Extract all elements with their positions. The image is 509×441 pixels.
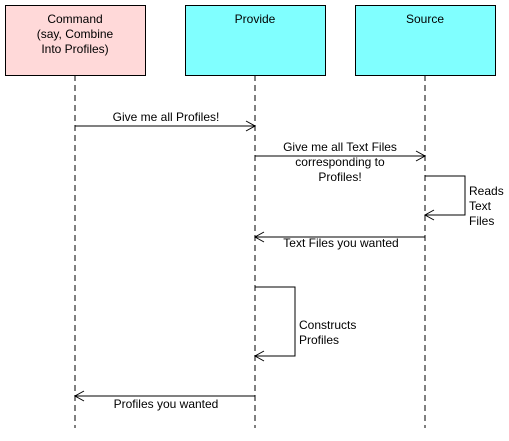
participant-label-command-line: Into Profiles)	[41, 42, 108, 56]
message-text-files-you-wanted: Text Files you wanted	[253, 231, 425, 250]
message-profiles-you-wanted: Profiles you wanted	[73, 390, 255, 411]
arrowhead-icon	[245, 120, 257, 132]
arrowhead-icon	[73, 390, 85, 402]
arrowhead-icon	[415, 150, 427, 162]
participant-label-source: Source	[406, 12, 444, 26]
arrowhead-icon	[423, 209, 435, 221]
message-label-give-me-all-text-files-line: corresponding to	[295, 155, 385, 169]
message-label-reads-text-files-line: Files	[469, 214, 494, 228]
message-label-profiles-you-wanted-line: Profiles you wanted	[114, 397, 219, 411]
participant-provide: Provide	[185, 5, 326, 76]
message-label-constructs-profiles-line: Profiles	[299, 333, 339, 347]
self-message-line	[255, 286, 296, 357]
participant-box-source	[355, 5, 496, 76]
arrowhead-icon	[253, 231, 265, 243]
participant-box-command	[5, 5, 146, 76]
participant-label-command-line: Command	[47, 12, 102, 26]
message-label-give-me-all-text-files-line: Profiles!	[318, 170, 361, 184]
message-label-text-files-you-wanted-line: Text Files you wanted	[283, 236, 398, 250]
participant-label-command-line: (say, Combine	[37, 27, 114, 41]
message-label-give-me-all-profiles-line: Give me all Profiles!	[113, 110, 220, 124]
message-label-reads-text-files-line: Text	[469, 199, 492, 213]
participant-box-provide	[185, 5, 326, 76]
message-label-give-me-all-profiles: Give me all Profiles!	[113, 110, 220, 124]
message-label-reads-text-files-line: Reads	[469, 184, 504, 198]
message-label-profiles-you-wanted: Profiles you wanted	[114, 397, 219, 411]
participant-source: Source	[355, 5, 496, 76]
participant-label-provide-line: Provide	[235, 12, 276, 26]
message-label-give-me-all-text-files-line: Give me all Text Files	[283, 140, 397, 154]
participant-label-source-line: Source	[406, 12, 444, 26]
message-label-text-files-you-wanted: Text Files you wanted	[283, 236, 398, 250]
message-label-constructs-profiles-line: Constructs	[299, 318, 356, 332]
participant-label-provide: Provide	[235, 12, 276, 26]
arrowhead-icon	[253, 350, 265, 362]
self-message-line	[425, 175, 466, 216]
message-give-me-all-profiles: Give me all Profiles!	[75, 110, 257, 132]
